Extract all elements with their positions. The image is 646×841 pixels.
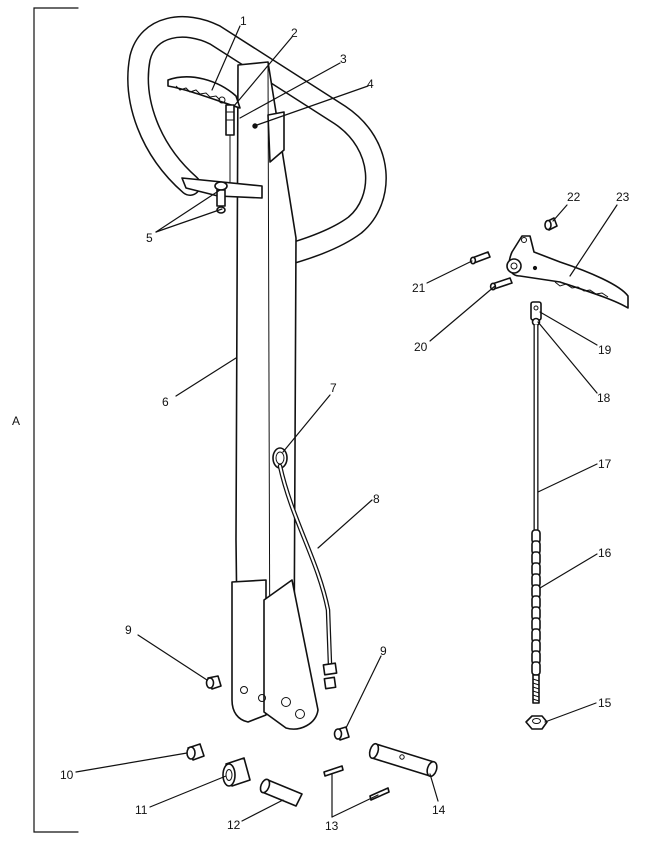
pin-bracket [225,104,235,136]
callout-17: 17 [598,457,612,471]
callout-19: 19 [598,343,612,357]
chain [531,529,541,676]
control-lever [506,235,629,309]
callout-12: 12 [227,818,241,832]
lever-bracket [181,177,263,214]
assembly-label: A [12,414,20,428]
callout-5: 5 [146,231,153,245]
leader-lines [75,25,618,822]
pin-21 [469,251,491,265]
assembly-bracket [33,7,79,833]
handle-shaft [231,61,319,730]
hose [272,447,338,690]
callout-20: 20 [414,340,428,354]
callout-10: 10 [60,768,74,782]
pin-12 [259,778,303,807]
threaded-rod [532,674,540,704]
callout-16: 16 [598,546,612,560]
callout-numbers: 1 2 3 4 5 6 7 8 9 9 10 11 12 13 14 15 16… [60,14,630,833]
callout-7: 7 [330,381,337,395]
small-pin [252,123,258,129]
callout-4: 4 [367,77,374,91]
callout-22: 22 [567,190,581,204]
cap [186,743,205,761]
callout-18: 18 [597,391,611,405]
callout-8: 8 [373,492,380,506]
pin-20 [489,277,513,291]
callout-1: 1 [240,14,247,28]
set-screw [544,217,558,231]
callout-21: 21 [412,281,426,295]
callout-15: 15 [598,696,612,710]
thumb-lever [167,76,241,109]
callout-11: 11 [135,803,148,817]
callout-2: 2 [291,26,298,40]
bushing [222,757,251,787]
handle-loop [127,15,387,269]
callout-3: 3 [340,52,347,66]
plug-right [333,726,350,741]
roll-pin-lower [369,787,390,801]
callout-9-right: 9 [380,644,387,658]
plug-left [205,675,222,690]
axle-pin [368,742,438,778]
callout-13: 13 [325,819,339,833]
callout-6: 6 [162,395,169,409]
callout-23: 23 [616,190,630,204]
callout-14: 14 [432,803,446,817]
callout-9-left: 9 [125,623,132,637]
chain-rod [530,301,542,530]
roll-pin-upper [323,765,344,777]
hex-nut [525,715,548,730]
